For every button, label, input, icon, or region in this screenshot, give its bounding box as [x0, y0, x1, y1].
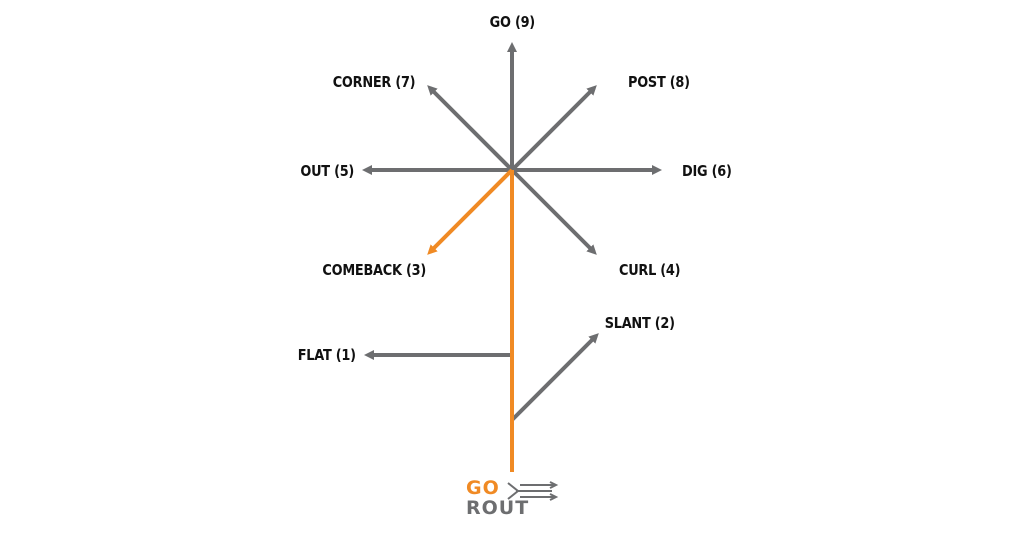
post-route-label: POST (8)	[628, 73, 690, 91]
out-route-label: OUT (5)	[300, 162, 355, 180]
go-route-label: GO (9)	[489, 13, 536, 31]
dig-route-label: DIG (6)	[682, 162, 732, 180]
curl-route-label: CURL (4)	[618, 261, 681, 279]
corner-route-arrow	[427, 85, 514, 172]
slant-route-label: SLANT (2)	[604, 314, 675, 332]
logo-line-1: GO	[466, 477, 500, 499]
flat-route-label: FLAT (1)	[297, 346, 356, 364]
go-rout-logo: GO ROUT	[466, 479, 566, 521]
curl-route-arrow	[510, 168, 597, 255]
corner-route-label: CORNER (7)	[332, 73, 416, 91]
post-route-arrow	[510, 85, 597, 172]
comeback-route-label: COMEBACK (3)	[322, 261, 426, 279]
slant-route-arrow	[510, 333, 599, 422]
logo-line-2: ROUT	[466, 497, 530, 519]
logo-arrows-icon	[507, 481, 559, 501]
comeback-route-arrow	[427, 168, 514, 255]
